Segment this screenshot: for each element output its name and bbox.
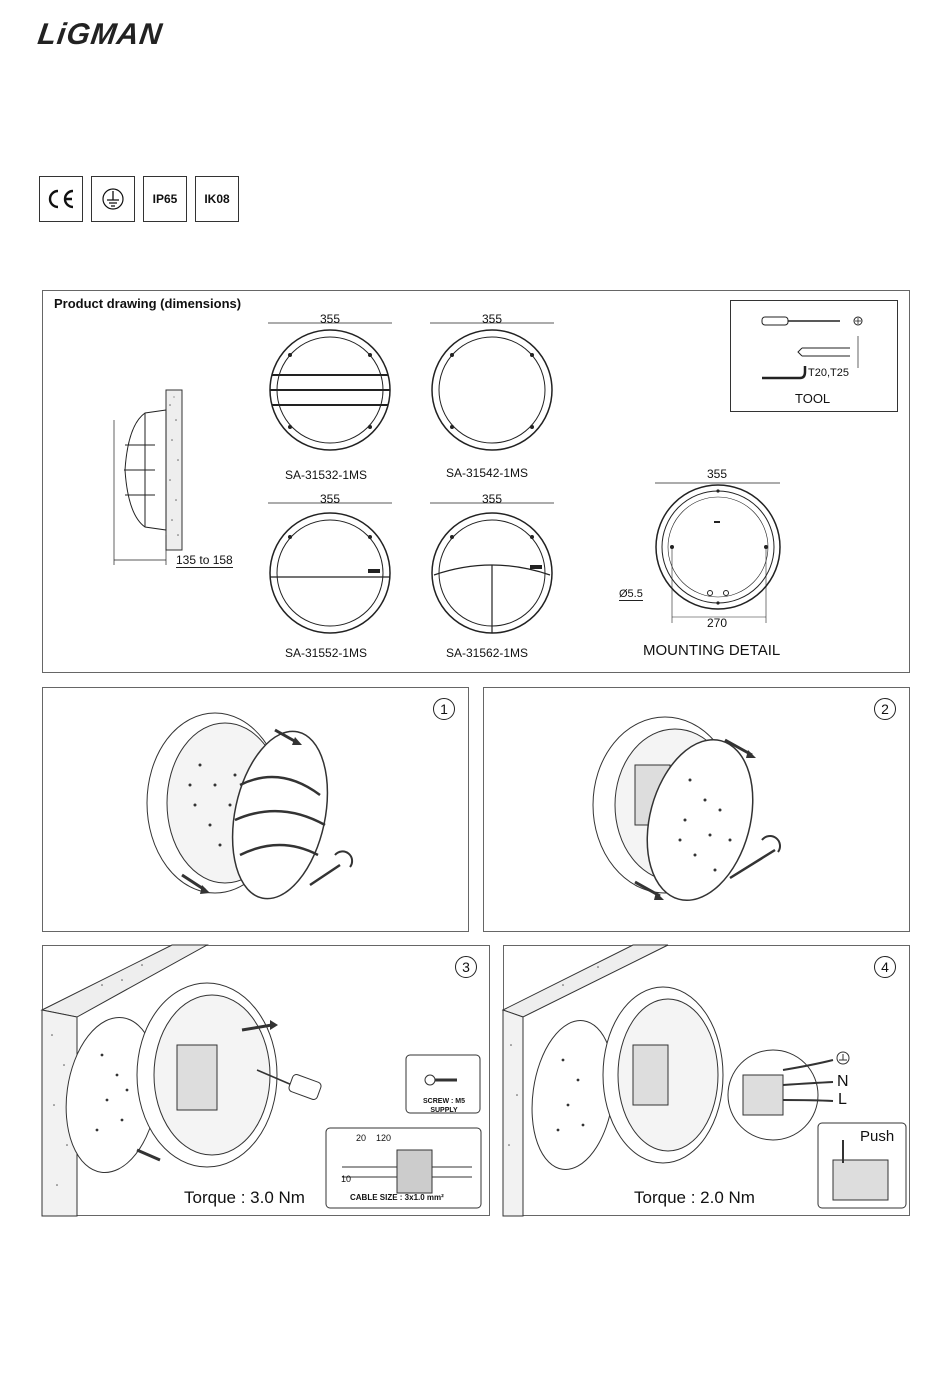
- mounting-outer-dim: 355: [707, 467, 727, 481]
- earth-badge: [91, 176, 135, 222]
- model-4-drawing: [430, 495, 555, 645]
- model-3-name: SA-31552-1MS: [285, 646, 367, 660]
- step-4-illustration: [503, 945, 910, 1216]
- ce-mark-icon: [46, 188, 76, 210]
- step-1-number: 1: [433, 698, 455, 720]
- step-3-illustration: [42, 945, 490, 1216]
- mounting-detail-drawing: [650, 475, 790, 630]
- terminal-n-label: N: [837, 1073, 849, 1091]
- side-view-drawing: [100, 385, 250, 575]
- step-2-illustration: [590, 710, 810, 905]
- model-2-drawing: [430, 315, 555, 465]
- tool-bits: T20,T25: [808, 367, 849, 379]
- mounting-hole-dim: Ø5.5: [619, 588, 643, 601]
- tool-label: TOOL: [795, 391, 830, 406]
- model-2-name: SA-31542-1MS: [446, 466, 528, 480]
- strip-length-b: 120: [376, 1133, 391, 1143]
- model-4-width: 355: [482, 492, 502, 506]
- earth-ground-icon: [101, 187, 125, 211]
- model-1-drawing: [268, 315, 393, 465]
- brand-logo: LiGMAN: [36, 18, 165, 52]
- strip-length-a: 20: [356, 1133, 366, 1143]
- product-drawing-title: Product drawing (dimensions): [54, 296, 241, 311]
- step-2-number: 2: [874, 698, 896, 720]
- mounting-spacing-dim: 270: [707, 616, 727, 630]
- step-3-torque: Torque : 3.0 Nm: [184, 1188, 305, 1208]
- ce-mark-badge: [39, 176, 83, 222]
- model-1-name: SA-31532-1MS: [285, 468, 367, 482]
- step-4-torque: Torque : 2.0 Nm: [634, 1188, 755, 1208]
- model-4-name: SA-31562-1MS: [446, 646, 528, 660]
- model-2-width: 355: [482, 312, 502, 326]
- side-depth-label: 135 to 158: [176, 553, 233, 568]
- ik08-badge: IK08: [195, 176, 239, 222]
- model-3-width: 355: [320, 492, 340, 506]
- screw-note-2: SUPPLY: [406, 1107, 482, 1114]
- push-label: Push: [860, 1128, 894, 1145]
- screw-note-1: SCREW : M5: [406, 1098, 482, 1105]
- ip65-badge: IP65: [143, 176, 187, 222]
- terminal-l-label: L: [838, 1091, 847, 1109]
- strip-length-c: 10: [341, 1174, 351, 1184]
- mounting-detail-label: MOUNTING DETAIL: [643, 642, 780, 659]
- cable-size-note: CABLE SIZE : 3x1.0 mm²: [350, 1193, 444, 1202]
- model-1-width: 355: [320, 312, 340, 326]
- step-1-illustration: [140, 705, 370, 905]
- model-3-drawing: [268, 495, 393, 645]
